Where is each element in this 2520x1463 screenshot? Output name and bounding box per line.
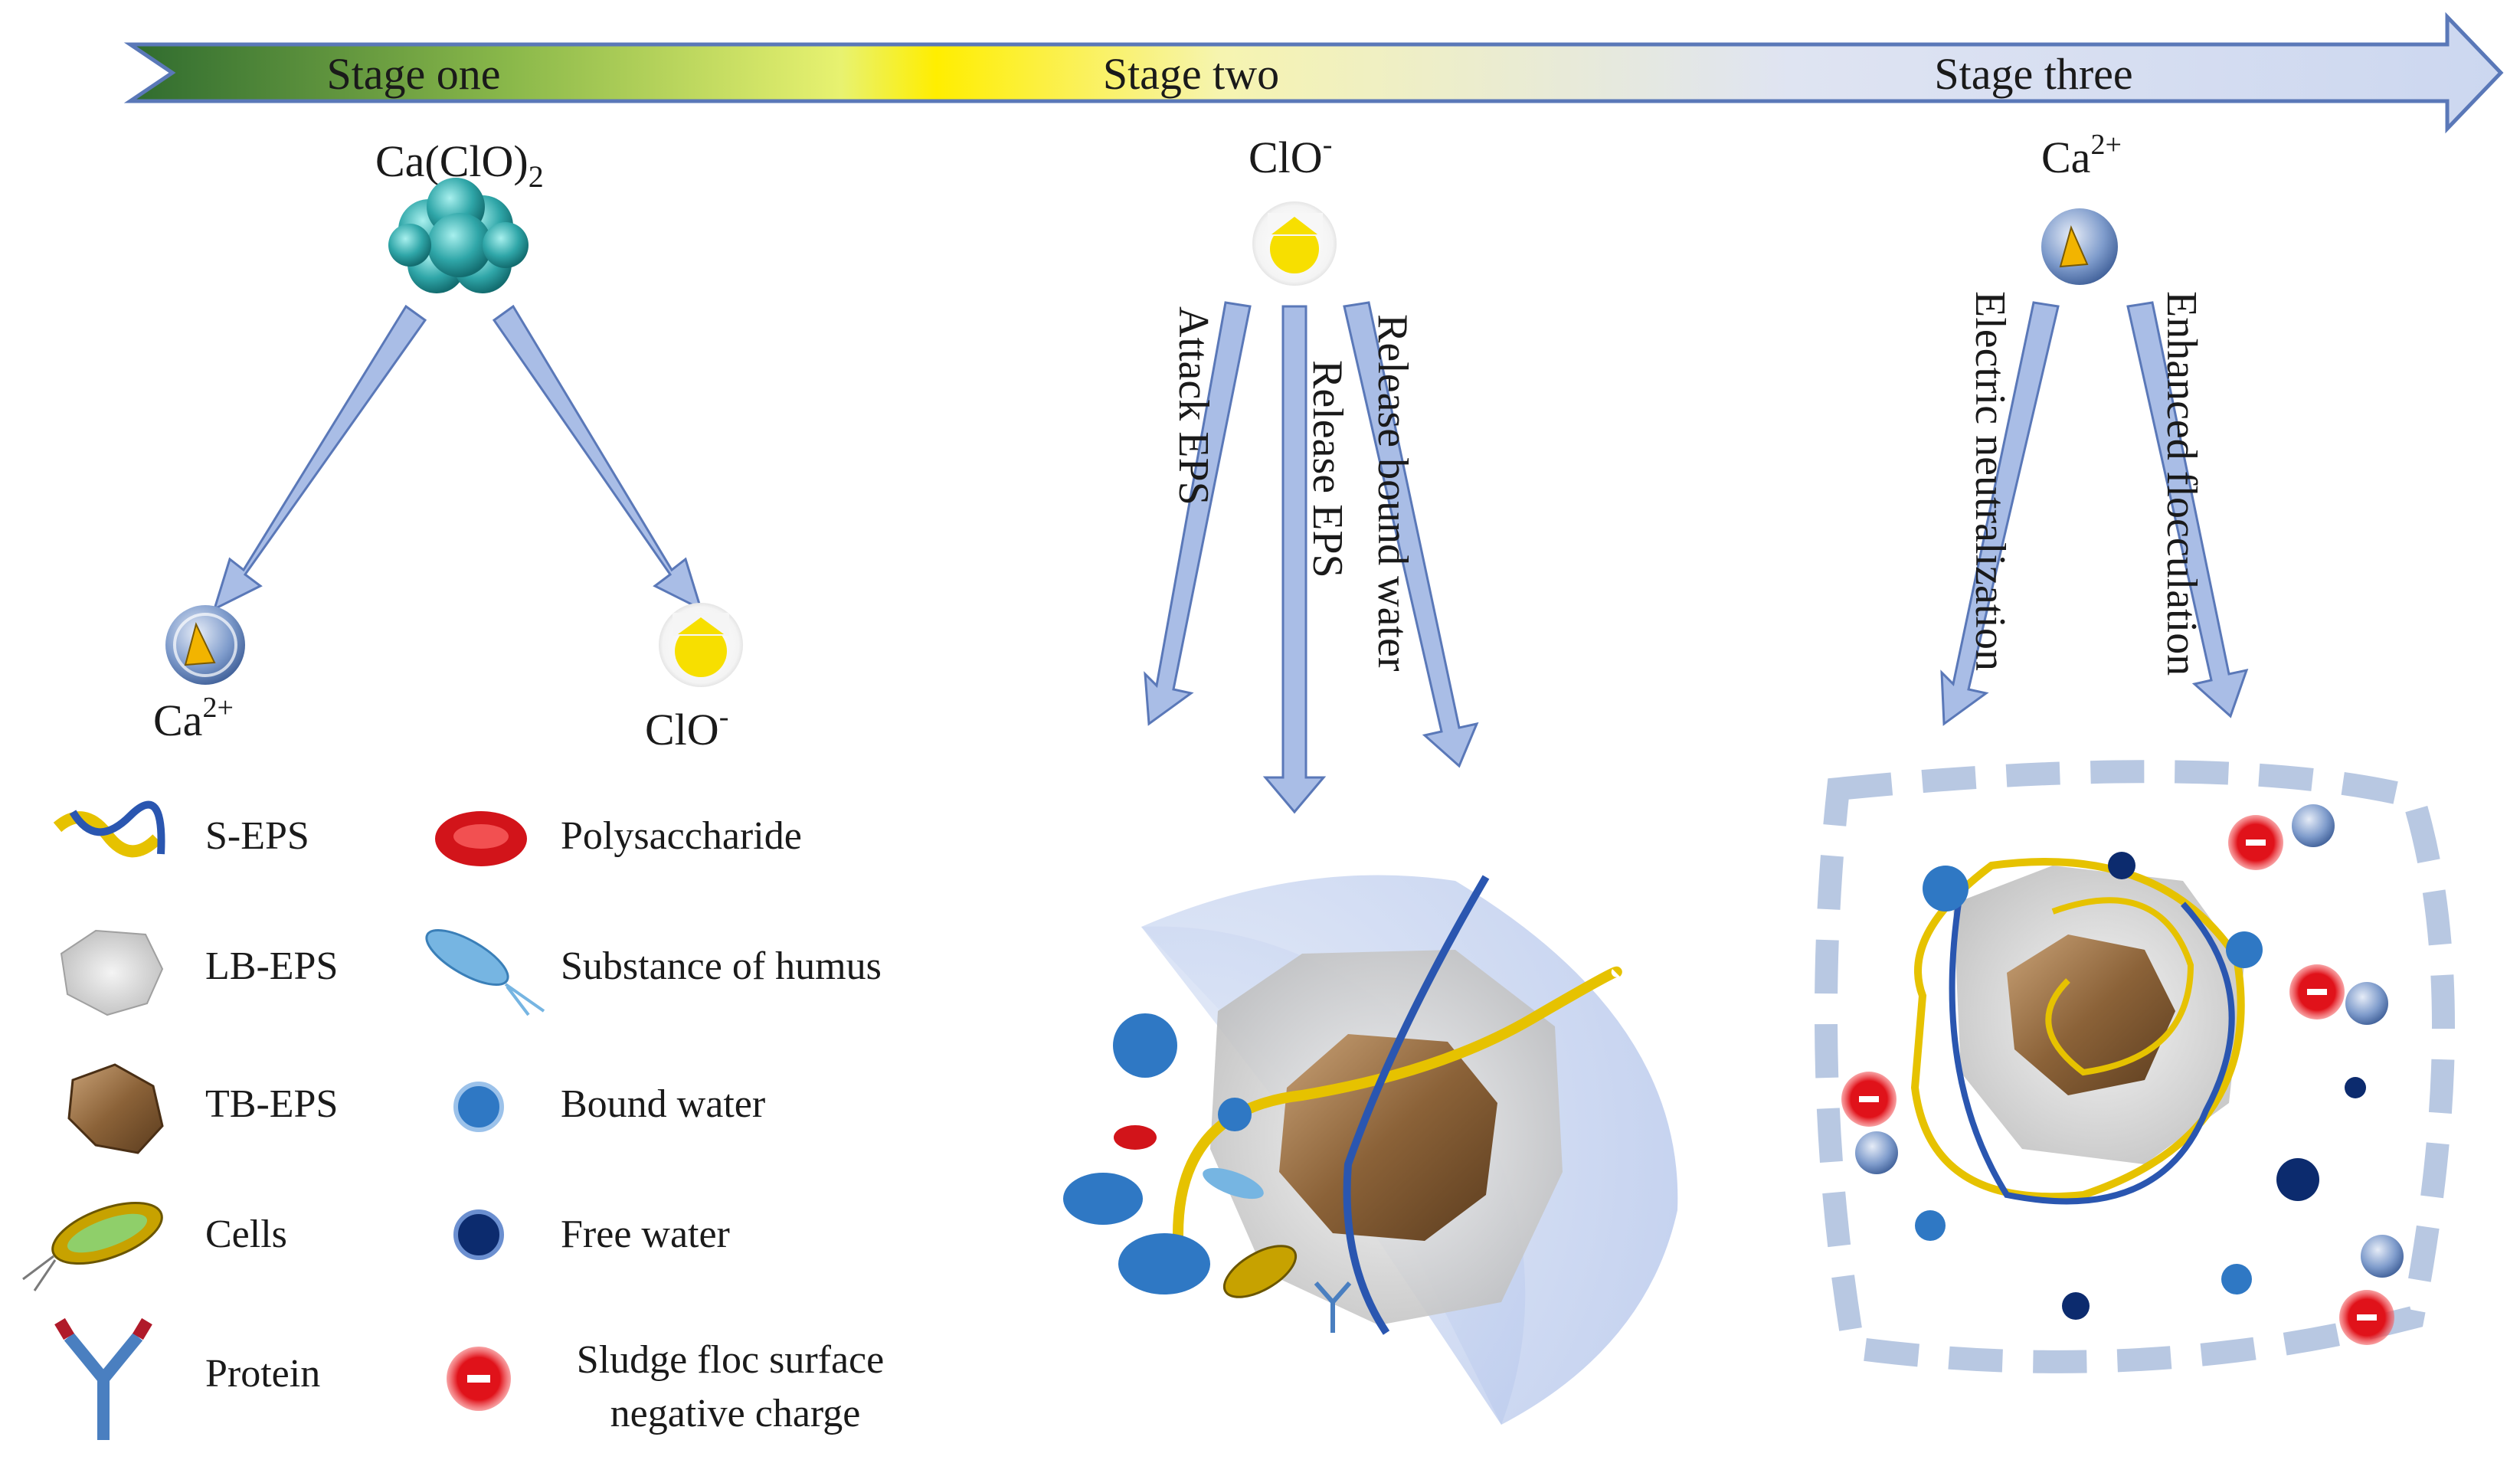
protein-strand	[1343, 875, 1490, 1335]
s-eps-strand-icon	[53, 800, 165, 858]
hypochlorite-ion-icon	[659, 603, 743, 687]
release-eps-arrow	[1262, 305, 1327, 814]
stage-two-ion-label: ClO-	[1249, 129, 1332, 182]
attack-eps-label: Attack EPS	[1170, 306, 1217, 506]
free-water-dot	[2345, 1077, 2366, 1098]
negative-charge-marker	[2289, 964, 2388, 1025]
legend-label-lb-eps: LB-EPS	[205, 944, 338, 988]
legend-label-protein: Protein	[205, 1352, 320, 1396]
negative-charge-marker	[2228, 804, 2335, 870]
s-eps-strand	[1910, 858, 2245, 1201]
bound-water-dot	[1915, 1210, 1946, 1241]
stage-three-panel: Ca2+ Electric neutralization Enhanced fl…	[1815, 129, 2455, 1373]
arrow-to-ca	[212, 304, 427, 611]
negative-charge-marker	[1841, 1072, 1898, 1174]
free-water-dot	[2276, 1158, 2319, 1201]
bound-water-dot	[2226, 931, 2263, 968]
release-eps-label: Release EPS	[1304, 360, 1351, 578]
stage-one-label: Stage one	[326, 49, 500, 99]
protein-strand	[1949, 888, 2235, 1205]
floc-boundary	[1815, 760, 2455, 1373]
bound-water-dot	[1063, 1173, 1143, 1225]
polysaccharide-disc	[1114, 1125, 1157, 1150]
legend-label-tb-eps: TB-EPS	[205, 1082, 338, 1126]
cell-bacterium	[1222, 1245, 1298, 1298]
calcium-ion-icon	[165, 605, 245, 685]
hypochlorite-ion-label: ClO-	[645, 701, 728, 754]
humus-worm	[1203, 1167, 1264, 1200]
stage-banner-arrow	[123, 11, 2504, 134]
legend-label-cells: Cells	[205, 1213, 287, 1256]
stage-three-floc	[1841, 804, 2404, 1345]
red-disc-icon	[435, 811, 527, 866]
tb-eps-core	[2007, 934, 2175, 1095]
negative-charge-marker	[2339, 1235, 2404, 1345]
stage-two-label: Stage two	[1103, 49, 1279, 99]
split-arrows	[212, 304, 703, 611]
stage-banner: Stage one Stage two Stage three	[123, 11, 2504, 134]
stage-two-panel: ClO- Attack EPS Release EPS Release boun…	[1063, 129, 1678, 1425]
free-water-dot	[2062, 1292, 2090, 1320]
bound-water-dot	[1118, 1233, 1210, 1294]
reagent-label: Ca(ClO)2	[375, 136, 544, 194]
bound-water-dot	[2221, 1264, 2252, 1294]
bound-water-dot	[1923, 866, 1969, 912]
dark-blue-dot-icon	[453, 1209, 504, 1260]
legend-label-polysaccharide: Polysaccharide	[561, 814, 802, 858]
stage-three-calcium-icon	[2041, 208, 2118, 285]
stage-three-ion-label: Ca2+	[2041, 129, 2122, 182]
blue-dot-icon	[453, 1082, 504, 1132]
release-bound-water-arrow	[1343, 301, 1479, 768]
free-water-dot	[2108, 852, 2135, 879]
marble-blob-icon	[60, 929, 164, 1016]
legend-label-s-eps: S-EPS	[205, 814, 309, 858]
calcium-ion-label: Ca2+	[153, 692, 234, 745]
calcium-hypochlorite-cluster-icon	[388, 178, 529, 293]
enhanced-flocculation-label: Enhanced flocculation	[2158, 291, 2205, 676]
s-eps-inner-strand	[2045, 897, 2194, 1076]
legend-label-free-water: Free water	[561, 1213, 730, 1256]
humus-worm-icon	[425, 928, 545, 1016]
arrow-to-clo	[492, 304, 703, 611]
attack-eps-arrow	[1144, 301, 1252, 726]
stage-two-floc	[1063, 875, 1622, 1335]
negative-charge-icon	[447, 1347, 511, 1411]
stage-one-panel: Ca(ClO)2 Ca2+	[153, 136, 743, 754]
bacterium-icon	[22, 1201, 163, 1291]
protein-antibody	[1314, 1281, 1352, 1333]
legend-label-negative-charge: Sludge floc surface negative charge	[577, 1338, 894, 1435]
legend-label-bound-water: Bound water	[561, 1082, 765, 1126]
legend: S-EPS Polysaccharide LB-EPS Substance of…	[22, 800, 894, 1440]
antibody-icon	[54, 1317, 152, 1440]
stage-three-label: Stage three	[1934, 49, 2132, 99]
bound-water-dot	[1218, 1098, 1252, 1131]
release-bound-water-label: Release bound water	[1369, 314, 1416, 672]
brown-rock-icon	[67, 1063, 164, 1154]
bound-water-dot	[1113, 1013, 1177, 1078]
stage-two-hypochlorite-icon	[1252, 201, 1337, 286]
enhanced-flocculation-arrow	[2126, 301, 2249, 718]
electric-neutralization-arrow	[1940, 301, 2060, 726]
electric-neutralization-label: Electric neutralization	[1966, 291, 2014, 671]
legend-label-humus: Substance of humus	[561, 944, 882, 988]
